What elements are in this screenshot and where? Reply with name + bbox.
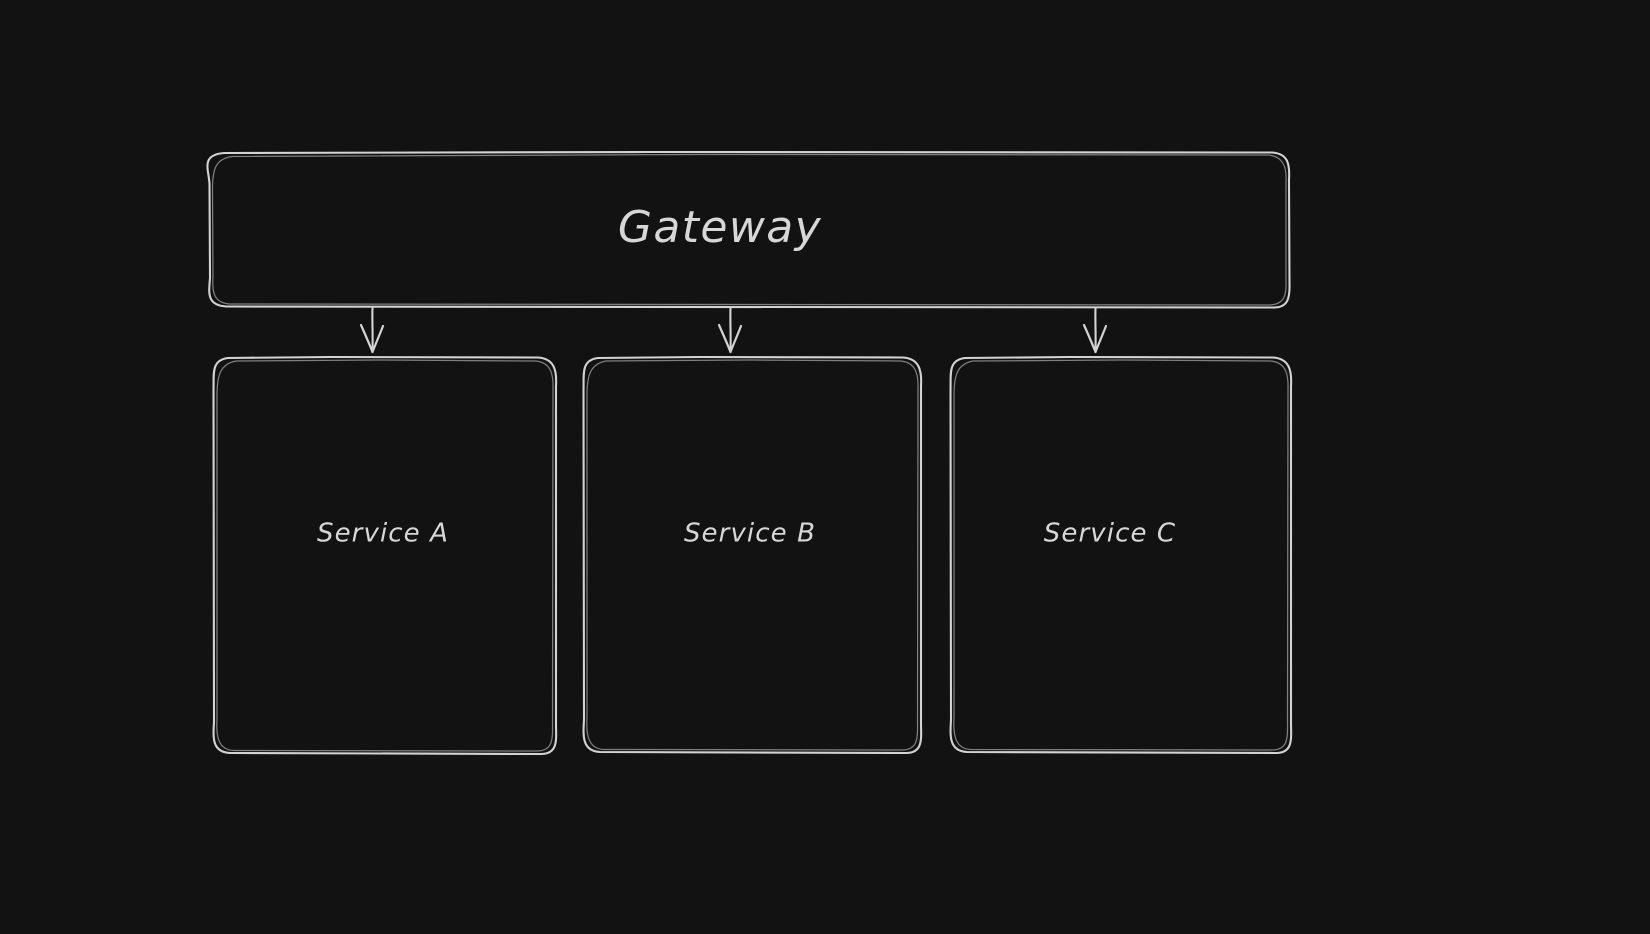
service-b-box-outline xyxy=(582,355,923,755)
edge-b-arrowhead-icon-right xyxy=(729,324,743,354)
node-service-a[interactable]: Service A xyxy=(212,355,558,756)
node-service-b[interactable]: Service B xyxy=(582,355,923,755)
edge-a-arrowhead-icon-right xyxy=(371,324,385,354)
service-a-box-outline-secondary xyxy=(216,359,554,752)
node-service-c[interactable]: Service C xyxy=(949,355,1293,755)
edge-gateway-to-service-b[interactable] xyxy=(717,306,743,354)
service-a-box-outline xyxy=(212,355,558,756)
edge-b-arrowhead-icon xyxy=(717,323,732,354)
edge-c-arrowhead-icon xyxy=(1082,323,1097,354)
gateway-box-outline-secondary xyxy=(211,153,1287,306)
edge-c-arrowhead-icon-right xyxy=(1094,324,1108,354)
gateway-box-outline xyxy=(206,150,1291,309)
edge-gateway-to-service-a[interactable] xyxy=(359,306,385,354)
service-c-box-outline xyxy=(949,355,1293,755)
service-b-label: Service B xyxy=(684,519,816,549)
edge-gateway-to-service-c[interactable] xyxy=(1082,306,1108,354)
service-a-label: Service A xyxy=(317,519,449,549)
service-c-label: Service C xyxy=(1044,519,1176,549)
service-c-box-outline-secondary xyxy=(953,359,1289,751)
service-b-box-outline-secondary xyxy=(586,359,919,751)
edge-a-arrowhead-icon xyxy=(359,323,374,354)
node-gateway[interactable]: Gateway xyxy=(206,150,1291,309)
gateway-label: Gateway xyxy=(618,202,822,253)
